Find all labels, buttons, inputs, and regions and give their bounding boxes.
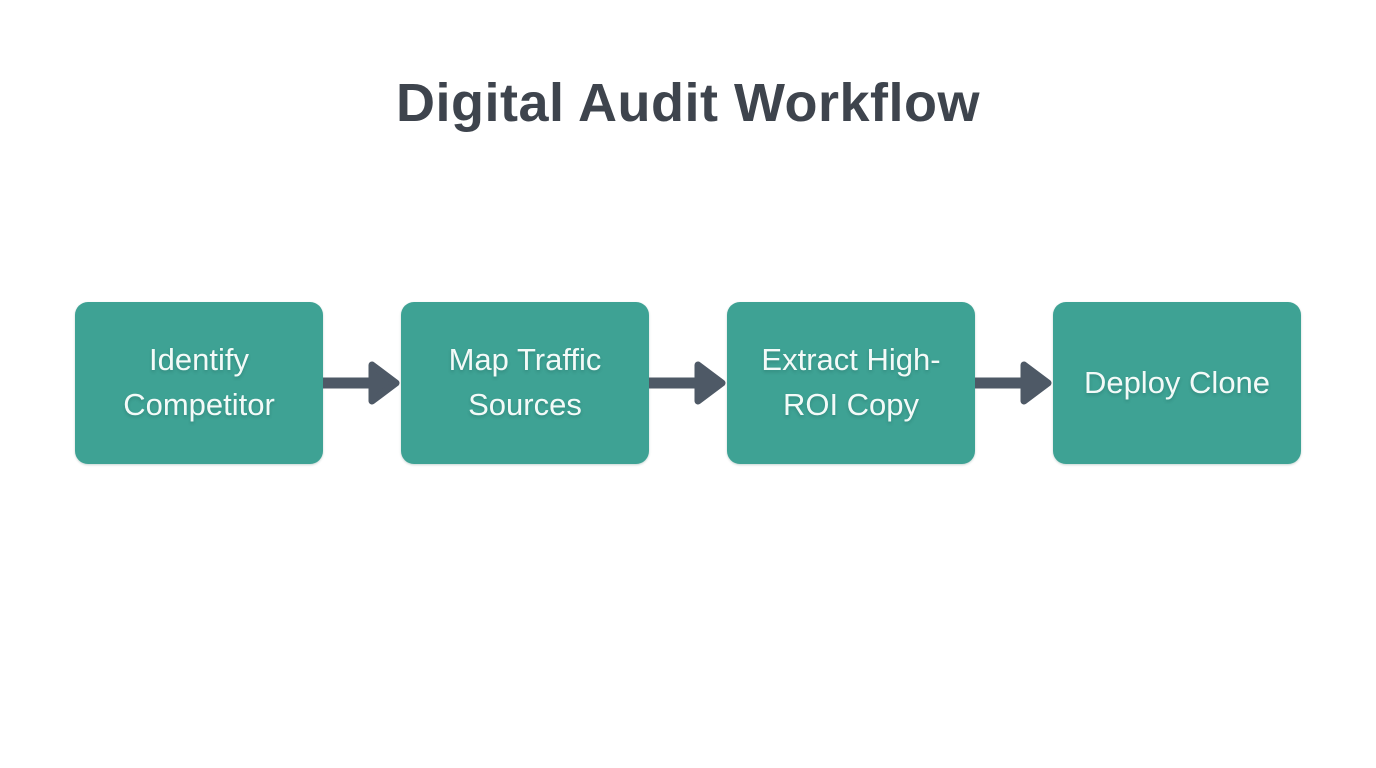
step-box-deploy-clone: Deploy Clone	[1053, 302, 1301, 464]
step-box-identify-competitor: Identify Competitor	[75, 302, 323, 464]
page-title: Digital Audit Workflow	[396, 73, 980, 133]
step-label: Deploy Clone	[1083, 364, 1271, 400]
workflow-steps-row: Identify Competitor Map Traffic Sources …	[0, 302, 1376, 464]
step-label: Identify Competitor	[123, 342, 275, 422]
arrow-right-icon	[649, 357, 727, 409]
arrow-right-icon	[975, 357, 1053, 409]
step-label: Map Traffic Sources	[448, 342, 602, 422]
step-box-map-traffic-sources: Map Traffic Sources	[401, 302, 649, 464]
step-box-extract-high-roi-copy: Extract High-ROI Copy	[727, 302, 975, 464]
step-label: Extract High-ROI Copy	[761, 342, 941, 422]
arrow-right-icon	[323, 357, 401, 409]
